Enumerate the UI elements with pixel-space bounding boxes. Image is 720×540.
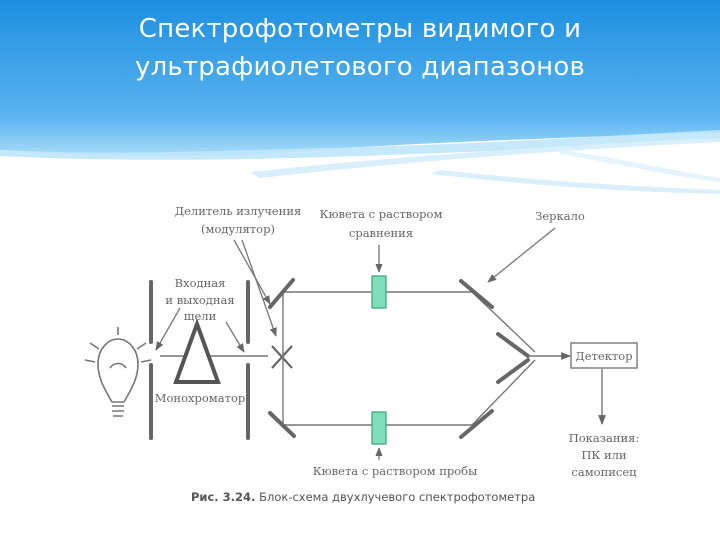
figure-caption-number: Рис. 3.24.	[191, 490, 255, 504]
reference-beam	[282, 291, 536, 357]
mirror-label: Зеркало	[535, 209, 585, 223]
slits-label-line-1: Входная	[175, 276, 226, 290]
banner-wave-1	[0, 130, 720, 160]
monochromator-label: Монохроматор	[155, 391, 246, 405]
figure-caption: Рис. 3.24. Блок-схема двухлучевого спект…	[191, 490, 535, 504]
detector-box	[570, 342, 638, 369]
slits-label-line-3: щели	[184, 309, 217, 323]
banner-wave-3	[430, 170, 720, 194]
banner-wave-2	[250, 138, 720, 178]
light-bulb-icon	[84, 327, 152, 417]
slits-pointer-exit	[225, 321, 245, 353]
banner-background	[0, 0, 720, 157]
splitter-label-line-2: (модулятор)	[201, 222, 275, 236]
ref-cuvette-label-line-2: сравнения	[349, 226, 413, 240]
readout-label-line-3: самописец	[571, 465, 637, 479]
splitter-pointer-mirror	[233, 239, 271, 305]
monochromator-prism-icon	[173, 318, 221, 384]
slits-pointer-entrance	[155, 307, 181, 351]
beam-paths	[282, 291, 536, 426]
sample-beam	[282, 357, 536, 426]
sample-cuvette-label: Кювета с раствором пробы	[313, 464, 478, 478]
slit-plates	[149, 280, 250, 440]
slide-title-line-2: ультрафиолетового диапазонов	[135, 52, 585, 82]
banner-wave-4	[560, 150, 720, 182]
readout-label-line-1: Показания:	[569, 431, 640, 445]
splitter-pointer	[241, 239, 277, 337]
sample-cuvette	[371, 411, 387, 445]
slits-label-line-2: и выходная	[165, 293, 234, 307]
slide-title: Спектрофотометры видимого и ультрафиолет…	[60, 10, 660, 86]
title-banner	[0, 0, 720, 194]
mirror-lower-right	[459, 409, 494, 439]
label-pointers	[155, 227, 556, 460]
mirror-upper-right	[459, 279, 494, 309]
figure-caption-text: Блок-схема двухлучевого спектрофотометра	[259, 490, 535, 504]
splitter-label-line-1: Делитель излучения	[175, 204, 302, 218]
mirror-lower-left	[268, 411, 296, 438]
mirror-center-upper	[496, 332, 530, 358]
mirror-upper-left	[268, 278, 295, 309]
slide-title-line-1: Спектрофотометры видимого и	[138, 14, 582, 44]
mirrors	[268, 278, 530, 439]
reference-cuvette	[371, 275, 387, 309]
readout-label-line-2: ПК или	[581, 448, 627, 462]
detector-label: Детектор	[575, 349, 632, 363]
ref-cuvette-label-line-1: Кювета с раствором	[320, 207, 443, 221]
mirror-pointer	[487, 227, 556, 283]
beam-splitter-icon	[271, 345, 293, 369]
mirror-center-lower	[496, 358, 530, 384]
